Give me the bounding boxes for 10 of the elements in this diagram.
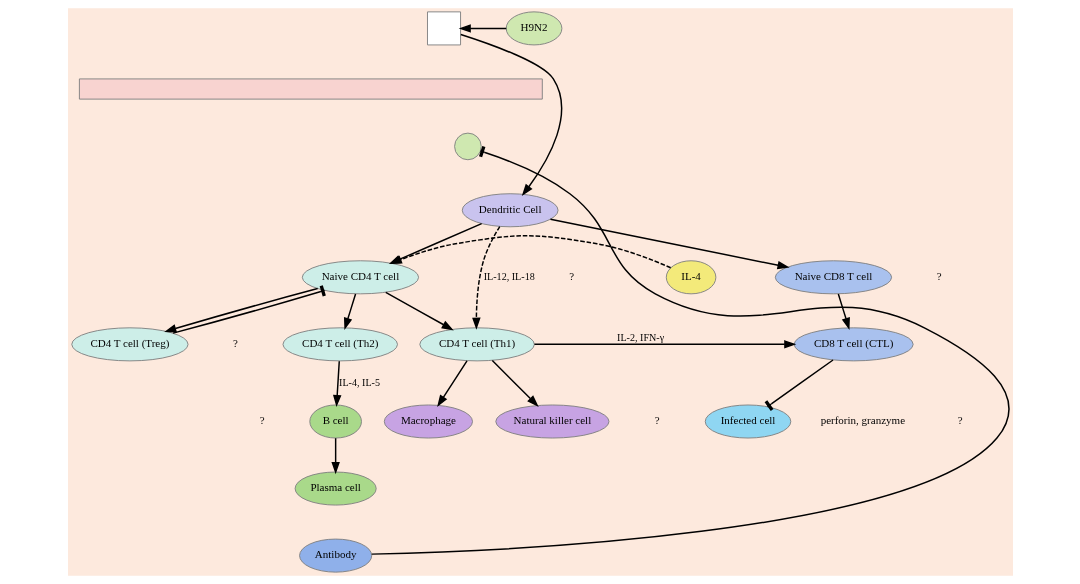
edge-label: IL-12, IL-18 — [483, 270, 535, 282]
label: ? — [957, 414, 963, 427]
edge-label: IL-4, IL-5 — [338, 376, 380, 388]
label: ? — [232, 337, 238, 350]
edge-label: IL-2, IFN-γ — [616, 332, 664, 344]
label: perforin, granzyme — [820, 414, 905, 427]
label: ? — [654, 414, 660, 427]
label: ? — [568, 270, 574, 283]
label: ? — [936, 270, 942, 283]
label: ? — [259, 414, 265, 427]
